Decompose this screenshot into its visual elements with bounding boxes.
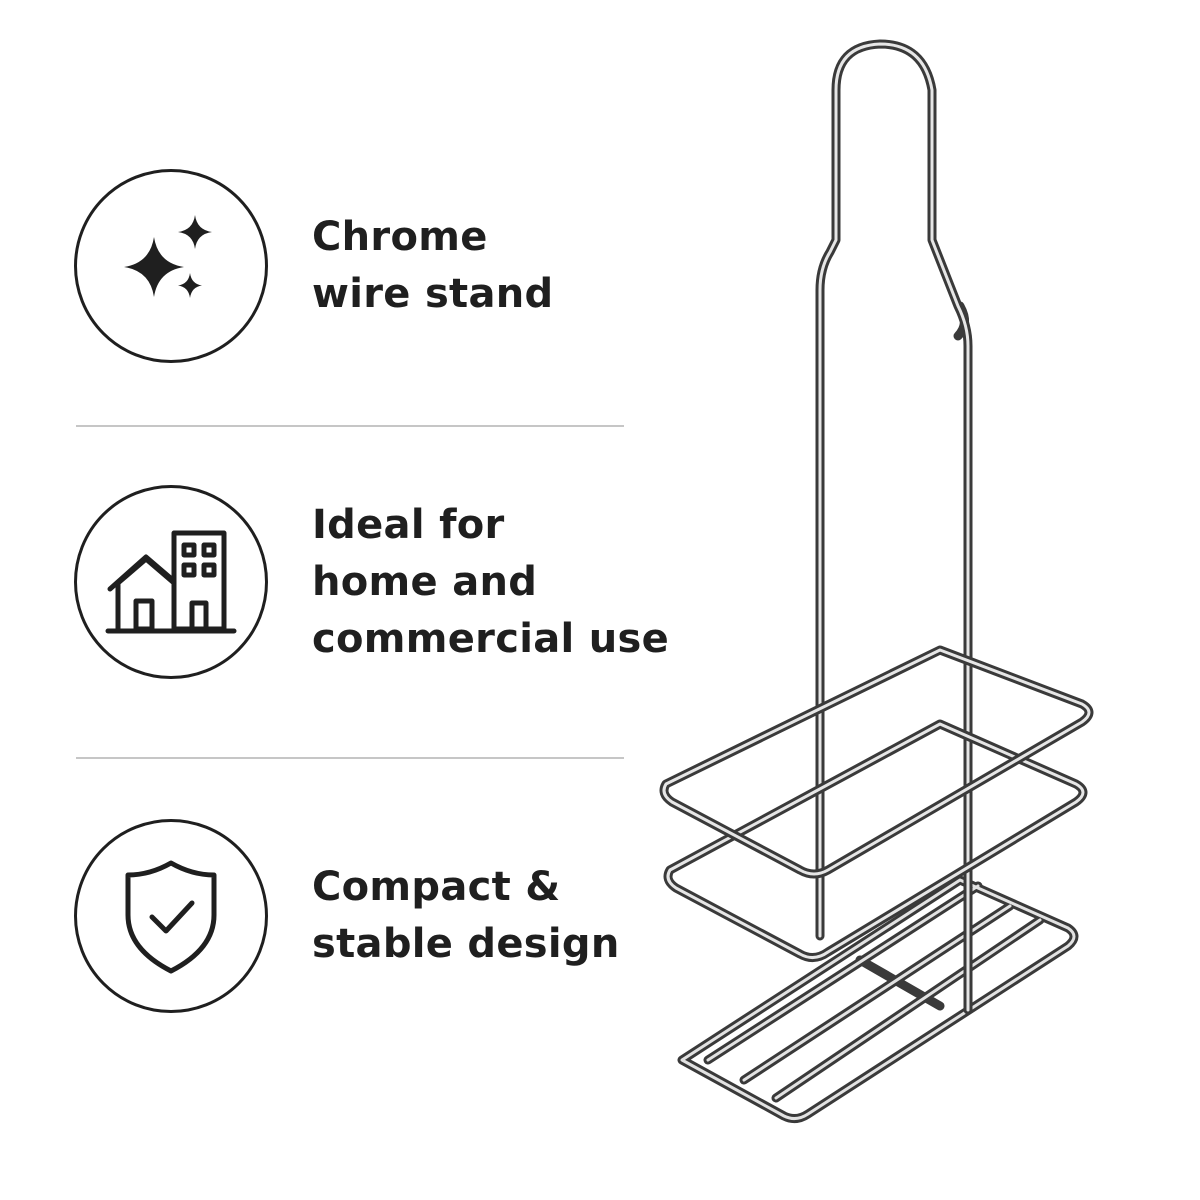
- product-image: [640, 20, 1160, 1180]
- feature-icon-circle: [74, 819, 268, 1013]
- feature-text: Chrome wire stand: [312, 209, 553, 323]
- feature-chrome: Chrome wire stand: [74, 166, 694, 366]
- feature-line: Compact &: [312, 864, 561, 910]
- feature-line: home and: [312, 558, 538, 605]
- buildings-icon: [105, 530, 237, 634]
- section-divider: [76, 757, 624, 759]
- feature-line: Chrome: [312, 214, 488, 260]
- feature-compact-stable: Compact & stable design: [74, 816, 694, 1016]
- feature-icon-circle: [74, 169, 268, 363]
- feature-icon-circle: [74, 485, 268, 679]
- feature-line: Ideal for: [312, 501, 505, 548]
- feature-line: commercial use: [312, 615, 670, 662]
- feature-text: Compact & stable design: [312, 859, 620, 973]
- chrome-wire-bottle-stand-icon: [659, 39, 1094, 1124]
- section-divider: [76, 425, 624, 427]
- feature-line: wire stand: [312, 271, 554, 317]
- shield-check-icon: [125, 860, 217, 974]
- feature-text: Ideal for home and commercial use: [312, 497, 669, 668]
- feature-line: stable design: [312, 921, 620, 967]
- feature-ideal-use: Ideal for home and commercial use: [74, 482, 694, 682]
- sparkles-icon: [124, 215, 212, 298]
